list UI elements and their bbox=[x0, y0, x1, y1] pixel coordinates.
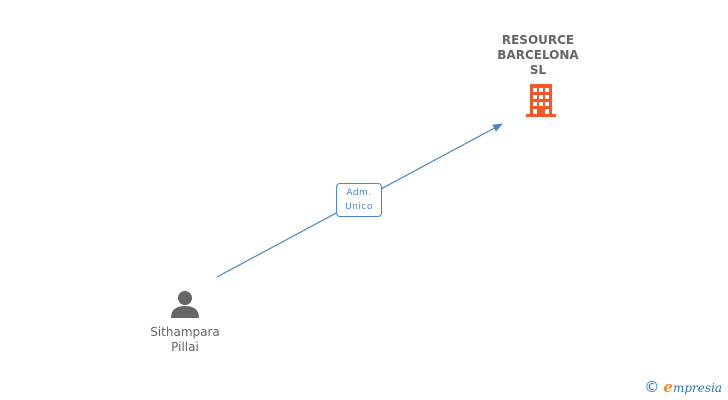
footer-brand[interactable]: © empresia bbox=[644, 378, 722, 396]
person-name-line: Pillai bbox=[171, 340, 199, 354]
role-label-line: Unico bbox=[345, 202, 373, 212]
building-icon[interactable] bbox=[526, 84, 556, 117]
brand-initial: e bbox=[663, 378, 673, 396]
company-name-line: SL bbox=[529, 63, 547, 77]
company-name[interactable]: RESOURCE BARCELONA SL bbox=[478, 33, 598, 78]
role-label-line: Adm. bbox=[346, 188, 372, 198]
person-icon[interactable] bbox=[171, 291, 199, 318]
company-name-line: BARCELONA bbox=[497, 48, 579, 62]
brand-logo: empresia bbox=[663, 378, 722, 396]
copyright-symbol: © bbox=[644, 378, 660, 396]
person-name[interactable]: Sithampara Pillai bbox=[125, 325, 245, 355]
brand-rest: mpresia bbox=[672, 381, 722, 395]
person-name-line: Sithampara bbox=[150, 325, 220, 339]
company-name-line: RESOURCE bbox=[501, 33, 575, 47]
role-label: Adm. Unico bbox=[336, 183, 382, 217]
